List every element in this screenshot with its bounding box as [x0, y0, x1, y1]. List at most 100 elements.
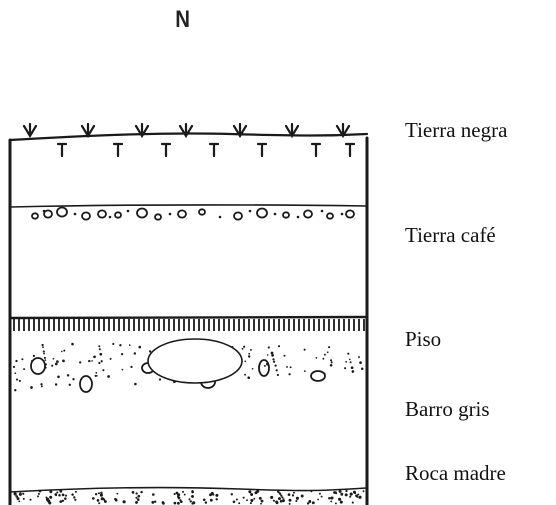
- dot: [296, 497, 299, 500]
- stone: [57, 208, 67, 217]
- dot: [104, 500, 107, 503]
- dot: [352, 370, 355, 373]
- dot: [273, 500, 275, 502]
- dot: [293, 492, 295, 494]
- dot: [356, 496, 358, 498]
- dot: [63, 350, 65, 352]
- dot: [135, 492, 137, 494]
- dot: [162, 502, 165, 505]
- dot: [246, 499, 248, 501]
- dot: [344, 367, 346, 369]
- dot: [43, 353, 45, 355]
- dot: [154, 501, 156, 503]
- dot: [132, 491, 135, 494]
- dot: [109, 216, 112, 219]
- dot: [338, 498, 341, 501]
- dot: [268, 346, 270, 348]
- dot: [38, 493, 40, 495]
- dot: [191, 495, 194, 498]
- dot: [319, 493, 321, 495]
- dot: [138, 346, 141, 349]
- dot: [91, 360, 93, 362]
- dot: [304, 370, 306, 372]
- dot: [352, 502, 354, 504]
- stone: [257, 209, 267, 218]
- dot: [13, 366, 15, 368]
- dot: [316, 357, 318, 359]
- dot: [272, 358, 274, 360]
- dot: [250, 493, 253, 496]
- dot: [18, 500, 20, 502]
- blank-oval: [148, 339, 242, 383]
- dot: [280, 494, 282, 496]
- dot: [137, 498, 140, 501]
- dot: [312, 501, 315, 504]
- dot: [292, 494, 294, 496]
- dot: [243, 346, 245, 348]
- dot: [301, 495, 304, 498]
- dot: [49, 490, 52, 493]
- dot: [190, 500, 192, 502]
- dot: [43, 350, 45, 352]
- dot: [182, 491, 184, 493]
- dot: [327, 351, 329, 353]
- dot: [152, 493, 155, 496]
- dot: [191, 490, 193, 492]
- pebble: [31, 358, 45, 374]
- dot: [88, 360, 90, 362]
- dot: [282, 499, 285, 502]
- dot: [98, 492, 100, 494]
- boundary-negra-cafe: [10, 205, 367, 207]
- dot: [243, 497, 245, 499]
- dot: [95, 372, 97, 374]
- dot: [57, 375, 60, 378]
- dot: [328, 497, 331, 500]
- dot: [340, 493, 343, 496]
- dot: [216, 498, 218, 500]
- label-roca-madre: Roca madre: [405, 461, 506, 486]
- dot: [59, 500, 62, 503]
- dot: [270, 496, 273, 499]
- dot: [330, 359, 332, 361]
- dot: [127, 210, 130, 213]
- dot: [69, 384, 71, 386]
- dot: [67, 374, 69, 376]
- dot: [53, 358, 55, 360]
- stone: [283, 212, 289, 217]
- dot: [358, 356, 360, 358]
- dot: [19, 380, 21, 382]
- dot: [99, 353, 102, 356]
- dot: [211, 492, 214, 495]
- dot: [14, 389, 16, 391]
- dot: [242, 348, 244, 350]
- root-mark: [312, 144, 320, 156]
- dot: [345, 361, 347, 363]
- dot: [130, 366, 132, 368]
- stone: [346, 210, 354, 217]
- dot: [273, 361, 275, 363]
- dot: [64, 497, 67, 500]
- stone: [327, 213, 333, 218]
- dot: [71, 343, 74, 346]
- dot: [174, 502, 177, 505]
- dot: [236, 498, 238, 500]
- dot: [135, 497, 137, 499]
- dot: [98, 502, 100, 504]
- root-mark: [114, 144, 122, 156]
- label-barro-gris: Barro gris: [405, 397, 490, 422]
- dot: [129, 344, 131, 346]
- dot: [101, 360, 103, 362]
- dot: [277, 491, 279, 493]
- dot: [271, 354, 274, 357]
- dot: [135, 501, 138, 504]
- dot: [33, 355, 35, 357]
- dot: [231, 493, 233, 495]
- dot: [248, 490, 251, 493]
- dot: [271, 352, 274, 355]
- dot: [283, 355, 285, 357]
- dot: [112, 343, 114, 345]
- dot: [345, 493, 348, 496]
- dot: [29, 499, 31, 501]
- dot: [244, 374, 246, 376]
- dot: [61, 351, 63, 353]
